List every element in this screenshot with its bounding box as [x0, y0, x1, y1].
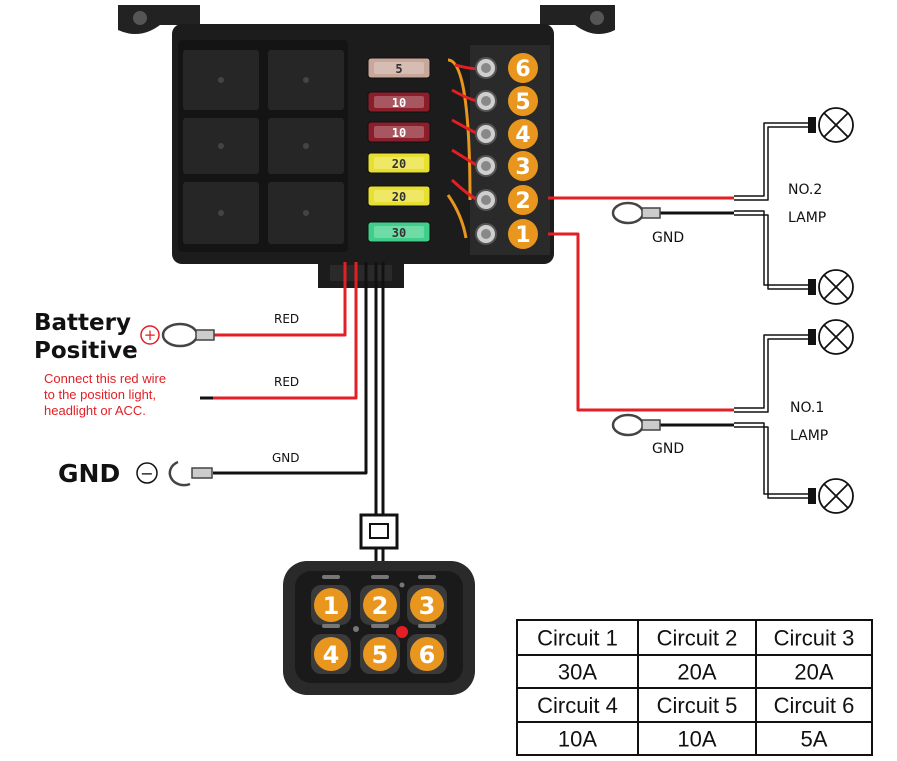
plus-icon: + — [140, 325, 160, 345]
switch-keypad: 1 2 3 4 5 6 — [283, 561, 475, 695]
fuse-rating-label: 10 — [392, 96, 406, 110]
minus-icon: − — [136, 462, 158, 484]
table-cell: 20A — [794, 660, 833, 685]
ring-terminal-battery — [161, 322, 215, 348]
keypad-button-3[interactable]: 3 — [407, 575, 447, 625]
lamp1-gnd-label: GND — [652, 441, 684, 457]
red-wire-label: RED — [274, 312, 299, 326]
table-cell: Circuit 6 — [774, 693, 855, 718]
fuse: 20 — [367, 152, 431, 174]
terminal-column: 6 5 4 3 2 1 — [475, 53, 538, 249]
ring-terminal-gnd — [168, 460, 213, 487]
terminal-number: 4 — [515, 123, 530, 148]
table-cell: 30A — [558, 660, 597, 685]
keypad-button-label: 1 — [323, 592, 340, 620]
keypad-button-5[interactable]: 5 — [360, 624, 400, 674]
fuse-rating-label: 10 — [392, 126, 406, 140]
table-cell: Circuit 5 — [657, 693, 738, 718]
red-wire-label: RED — [274, 375, 299, 389]
lamp1-label-line2: LAMP — [790, 428, 828, 444]
keypad-button-label: 3 — [419, 592, 436, 620]
battery-note-line2: to the position light, — [44, 387, 156, 402]
ring-terminal-lamp1-gnd — [611, 413, 661, 437]
battery-label-line2: Positive — [34, 338, 138, 364]
terminal: 1 — [475, 219, 538, 249]
lamp2-gnd-label: GND — [652, 230, 684, 246]
ring-terminal-lamp2-gnd — [611, 201, 661, 225]
lamp-icon — [808, 478, 854, 514]
terminal: 6 — [475, 53, 538, 83]
gnd-label: GND — [58, 459, 120, 488]
fuse-relay-box: 5 10 10 20 20 30 6 5 4 3 2 1 — [118, 5, 615, 288]
battery-note-line1: Connect this red wire — [44, 371, 166, 386]
cable-connector — [359, 513, 399, 550]
terminal-number: 5 — [515, 90, 530, 115]
keypad-button-label: 4 — [323, 641, 340, 669]
gnd-wire-label: GND — [272, 451, 300, 465]
table-cell: 20A — [677, 660, 716, 685]
battery-note-line3: headlight or ACC. — [44, 403, 146, 418]
lamp1-label-line1: NO.1 — [790, 400, 824, 416]
red-wire-acc — [213, 262, 358, 400]
fuse-rating-label: 30 — [392, 226, 406, 240]
terminal-number: 6 — [515, 57, 530, 82]
fuse-rating-label: 20 — [392, 190, 406, 204]
keypad-button-label: 6 — [419, 641, 436, 669]
fuse-rating-label: 5 — [395, 62, 402, 76]
fuse-rating-label: 20 — [392, 157, 406, 171]
keypad-button-1[interactable]: 1 — [311, 575, 351, 625]
table-cell: Circuit 4 — [537, 693, 618, 718]
keypad-button-2[interactable]: 2 — [360, 575, 400, 625]
svg-text:+: + — [144, 326, 157, 344]
keypad-button-label: 2 — [372, 592, 389, 620]
fuse: 10 — [367, 91, 431, 113]
relay-grid — [183, 50, 344, 244]
lamp2-label-line1: NO.2 — [788, 182, 822, 198]
svg-text:−: − — [140, 464, 153, 483]
terminal: 3 — [475, 151, 538, 181]
lamp1-red-wire — [548, 232, 734, 412]
terminal: 4 — [475, 119, 538, 149]
circuit-rating-table: Circuit 1 Circuit 2 Circuit 3 30A 20A 20A Circ… — [516, 619, 873, 756]
table-cell: 5A — [801, 727, 828, 752]
wiring — [213, 122, 808, 565]
fuse: 5 — [367, 57, 431, 79]
lamp-icon — [808, 319, 854, 355]
terminal-number: 3 — [515, 155, 530, 180]
terminal: 5 — [475, 86, 538, 116]
table-cell: Circuit 2 — [657, 626, 738, 651]
terminal-number: 1 — [515, 223, 530, 248]
fuse-column: 5 10 10 20 20 30 — [367, 57, 431, 243]
power-indicator-icon — [396, 626, 408, 638]
lamp-icon — [808, 107, 854, 143]
keypad-button-6[interactable]: 6 — [407, 624, 447, 674]
terminal: 2 — [475, 185, 538, 215]
table-cell: 10A — [677, 727, 716, 752]
red-wire-battery — [213, 262, 347, 337]
fuse: 20 — [367, 185, 431, 207]
terminal-number: 2 — [515, 189, 530, 214]
keypad-button-4[interactable]: 4 — [311, 624, 351, 674]
fuse: 30 — [367, 221, 431, 243]
lamp-icon — [808, 269, 854, 305]
battery-label-line1: Battery — [34, 310, 131, 336]
gnd-wire — [213, 262, 368, 475]
fuse: 10 — [367, 121, 431, 143]
table-cell: Circuit 3 — [774, 626, 855, 651]
table-cell: 10A — [558, 727, 597, 752]
table-cell: Circuit 1 — [537, 626, 618, 651]
lamp2-label-line2: LAMP — [788, 210, 826, 226]
keypad-button-label: 5 — [372, 641, 389, 669]
